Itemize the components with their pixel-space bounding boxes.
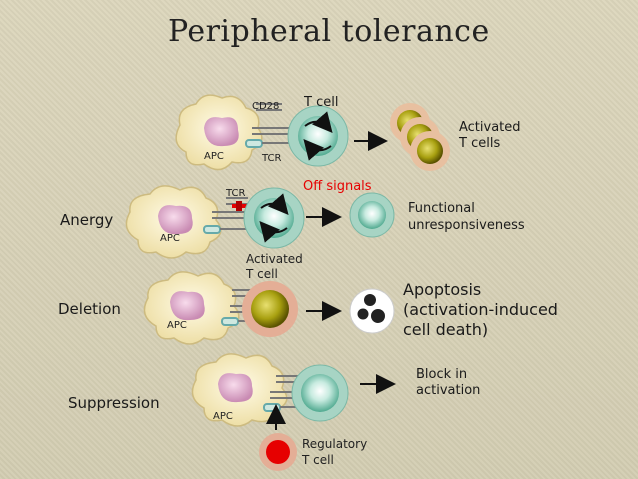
regulatory-t-cell [259,433,297,471]
unresponsive-t-cell [349,192,395,238]
top-t-cell [287,105,349,167]
top-tcr-label: TCR [262,153,282,164]
deletion-row-label: Deletion [58,300,121,318]
activated-t-cell-line1: Activated [246,252,303,266]
deletion-apc [143,271,240,345]
suppression-apc [191,353,288,427]
anergy-receptors [203,197,248,234]
deletion-t-cell [242,281,298,337]
t-cell-label: T cell [304,95,339,110]
regulatory-line2: T cell [302,453,334,467]
functional-line1: Functional [408,201,475,216]
anergy-row-label: Anergy [60,211,114,229]
suppression-apc-label: APC [213,411,233,422]
regulatory-line1: Regulatory [302,437,368,451]
anergy-apc [125,185,222,259]
block-line2: activation [416,383,481,398]
apoptosis-line3: cell death) [403,320,489,339]
off-signals-label: Off signals [303,179,372,194]
activated-t-cells-line1: Activated [459,120,521,135]
activated-t-cells-line2: T cells [459,136,501,151]
anergy-apc-label: APC [160,233,180,244]
activated-t-cell-line2: T cell [246,267,278,281]
apoptosis-line1: Apoptosis [403,280,482,299]
anergy-t-cell [243,187,305,249]
suppression-t-cell [291,364,349,422]
deletion-apc-label: APC [167,320,187,331]
functional-line2: unresponsiveness [408,218,525,233]
top-receptors [245,103,292,148]
anergy-tcr-label: TCR [226,188,246,199]
top-apc-label: APC [204,151,224,162]
suppression-row-label: Suppression [68,394,160,412]
slide-title: Peripheral tolerance [168,14,490,49]
activated-t-cells-icon [390,103,450,171]
block-line1: Block in [416,367,468,382]
apoptosis-line2: (activation-induced [403,300,558,319]
apoptotic-cell-icon [349,288,395,334]
cd28-label: CD28 [252,101,280,112]
